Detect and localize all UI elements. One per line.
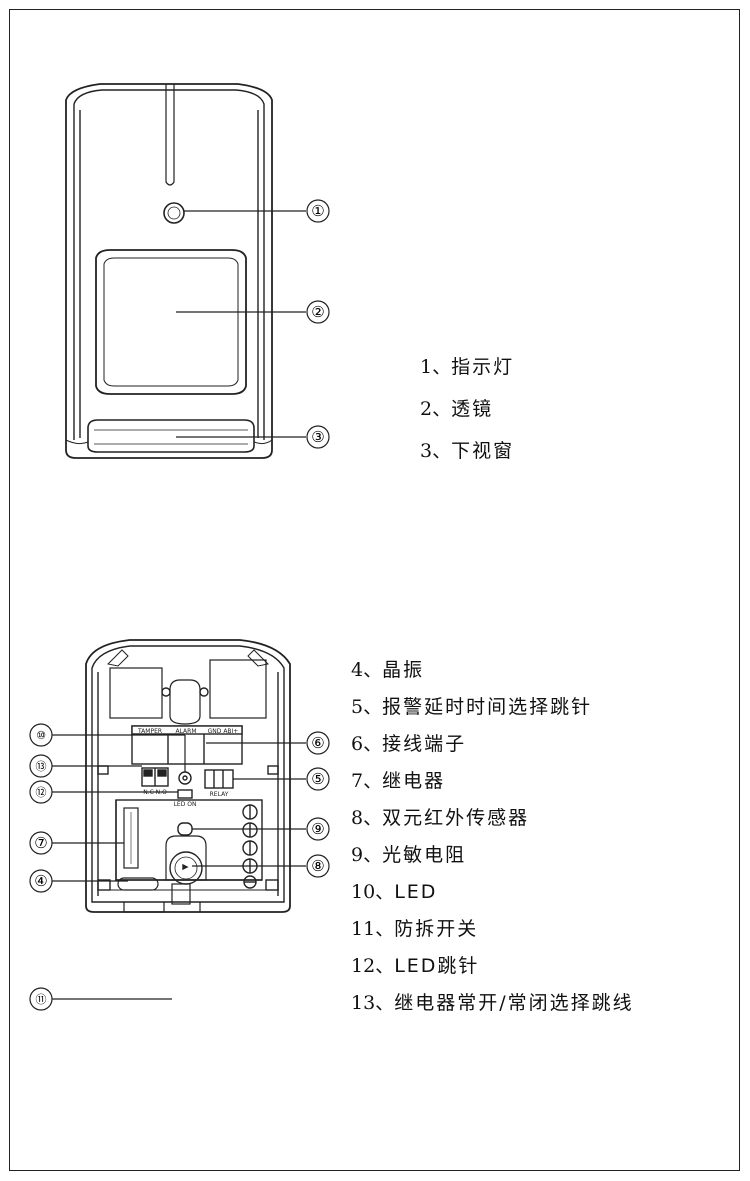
legend-item-4: 4、晶振	[351, 659, 425, 681]
callout-2: ②	[311, 303, 324, 321]
terminal-label-power: GND ABI+	[208, 728, 239, 735]
board-label-led: LED ON	[174, 801, 197, 808]
callout-11: ⑪	[36, 993, 47, 1006]
callout-12: ⑫	[36, 786, 47, 799]
legend-item-12: 12、LED跳针	[351, 955, 480, 977]
callout-8: ⑧	[311, 857, 324, 875]
down-window-outline	[87, 419, 255, 453]
callout-9: ⑨	[311, 820, 324, 838]
legend-item-10: 10、LED	[351, 881, 438, 903]
legend-item-11: 11、防拆开关	[351, 918, 479, 940]
legend-item-9: 9、光敏电阻	[351, 844, 467, 866]
callout-13: ⑬	[36, 760, 47, 773]
lens-outline	[95, 249, 247, 395]
detector-interior-view	[85, 639, 291, 913]
callout-6: ⑥	[311, 734, 324, 752]
legend-item-13: 13、继电器常开/常闭选择跳线	[351, 992, 634, 1014]
indicator-light	[163, 202, 185, 224]
leader-lines-fig1	[176, 210, 306, 438]
legend-item-8: 8、双元红外传感器	[351, 807, 530, 829]
leader-lines-fig2	[50, 734, 306, 1000]
terminal-label-tamper: TAMPER	[137, 728, 162, 735]
legend-item-1: 1、指示灯	[420, 356, 515, 378]
legend-item-5: 5、报警延时时间选择跳针	[351, 696, 593, 718]
callout-3: ③	[311, 428, 324, 446]
callout-1: ①	[311, 202, 324, 220]
callout-5: ⑤	[311, 770, 324, 788]
detector-front-view	[65, 83, 273, 459]
legend-item-2: 2、透镜	[420, 398, 494, 420]
legend-item-6: 6、接线端子	[351, 733, 467, 755]
callout-7: ⑦	[34, 834, 47, 852]
legend-item-7: 7、继电器	[351, 770, 446, 792]
terminal-label-alarm: ALARM	[175, 728, 196, 735]
board-label-relay: RELAY	[210, 791, 229, 798]
callout-4: ④	[34, 872, 47, 890]
page-border	[9, 9, 740, 1171]
legend-item-3: 3、下视窗	[420, 440, 515, 462]
callout-10: ⑩	[36, 729, 46, 742]
